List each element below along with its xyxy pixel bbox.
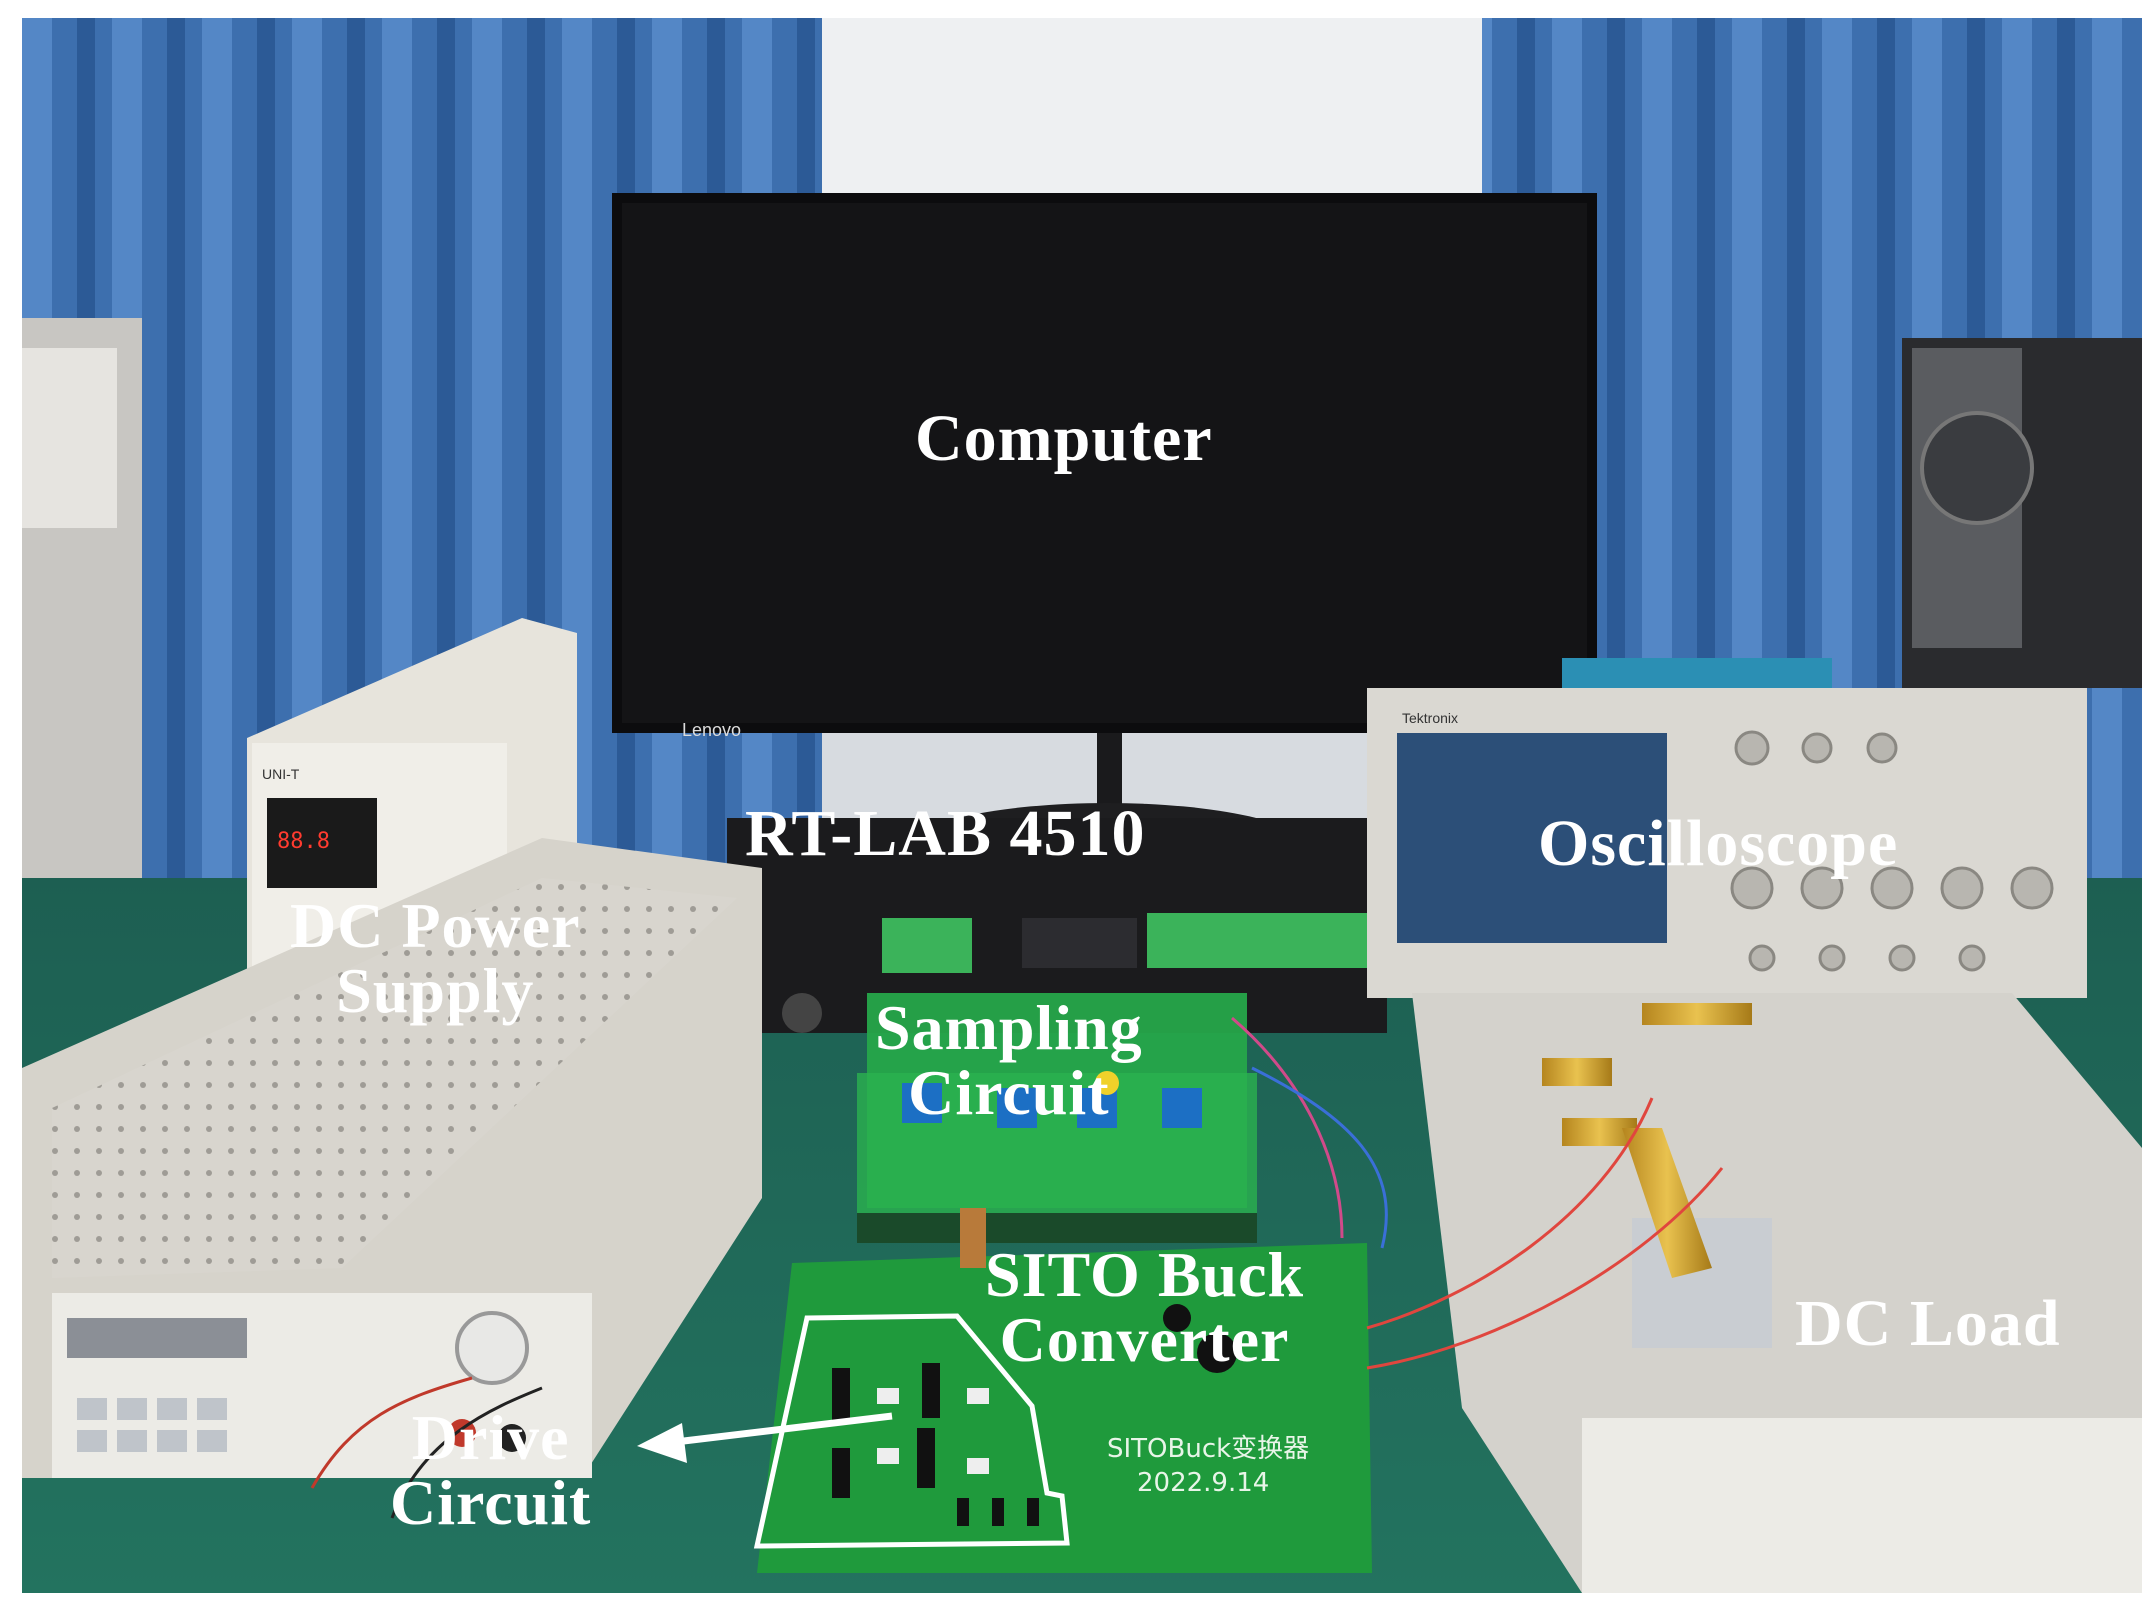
rt-lab-connector — [1022, 918, 1137, 968]
power-supply-brand: UNI-T — [262, 766, 300, 782]
label-sampling-circuit-line2: Circuit — [908, 1057, 1110, 1129]
window-light — [822, 18, 1482, 198]
left-instrument-keypad — [77, 1398, 227, 1452]
power-resistor — [1642, 1003, 1752, 1025]
dc-power-supply-digits: 88.8 — [277, 829, 330, 854]
label-drive-circuit-line1: Drive — [411, 1402, 570, 1473]
dc-load-front-panel — [1582, 1418, 2142, 1593]
left-instrument-vents — [52, 878, 737, 1278]
pcb-date: 2022.9.14 — [1137, 1468, 1270, 1498]
drive-circuit-components — [832, 1363, 1039, 1526]
label-computer: Computer — [915, 402, 1213, 475]
label-sito-buck-line1: SITO Buck — [985, 1239, 1305, 1310]
oscilloscope-knobs — [1730, 730, 2054, 972]
terminal-red-icon — [448, 1419, 476, 1447]
label-rt-lab: RT-LAB 4510 — [745, 797, 1146, 870]
board-spacer — [857, 1213, 1257, 1243]
oscilloscope-screen — [1397, 733, 1667, 943]
rt-lab-fan-icon — [782, 993, 822, 1033]
rt-lab-terminal-1 — [882, 918, 972, 973]
left-instrument-display — [67, 1318, 247, 1358]
printer — [22, 348, 117, 528]
label-dc-power-supply-line2: Supply — [336, 955, 535, 1027]
label-sito-buck-line2: Converter — [999, 1304, 1290, 1376]
label-dc-power-supply: DC Power Supply — [290, 893, 581, 1024]
photo-scene: 88.8 — [22, 18, 2142, 1593]
sito-buck-board — [757, 1243, 1372, 1573]
sampling-sensors — [902, 1071, 1202, 1128]
arrow-head-icon — [637, 1423, 687, 1463]
label-sampling-circuit: Sampling Circuit — [875, 995, 1143, 1126]
label-dc-load: DC Load — [1795, 1287, 2061, 1360]
dc-power-supply-display — [267, 798, 377, 888]
label-sampling-circuit-line1: Sampling — [875, 992, 1143, 1063]
power-resistor — [1622, 1128, 1712, 1278]
left-instrument-knob-icon — [455, 1311, 529, 1385]
label-drive-circuit-line2: Circuit — [390, 1467, 592, 1539]
inductor — [960, 1208, 986, 1268]
label-sito-buck-converter: SITO Buck Converter — [985, 1242, 1304, 1373]
monitor-screen — [622, 203, 1587, 723]
capacitor — [1163, 1304, 1191, 1332]
wires — [310, 1016, 1724, 1519]
rt-lab-terminal-3 — [1272, 913, 1382, 968]
label-drive-circuit: Drive Circuit — [390, 1405, 591, 1536]
power-resistor — [1542, 1058, 1612, 1086]
lab-setup-photo: 88.8 — [22, 18, 2142, 1593]
terminal-black-icon — [498, 1424, 526, 1452]
monitor-brand: Lenovo — [682, 720, 742, 740]
pcb-title: SITOBuck变换器 — [1107, 1434, 1310, 1464]
capacitor — [1197, 1333, 1237, 1373]
pc-fan-icon — [1920, 411, 2034, 525]
label-dc-power-supply-line1: DC Power — [290, 890, 581, 961]
drive-circuit-outline — [753, 1313, 1070, 1549]
rt-lab-terminal-2 — [1147, 913, 1282, 968]
label-oscilloscope: Oscilloscope — [1538, 807, 1899, 880]
heat-sink — [1632, 1218, 1772, 1348]
oscilloscope-brand: Tektronix — [1402, 710, 1459, 726]
drive-circuit-arrow — [666, 1412, 893, 1447]
monitor-stand — [1097, 733, 1122, 808]
